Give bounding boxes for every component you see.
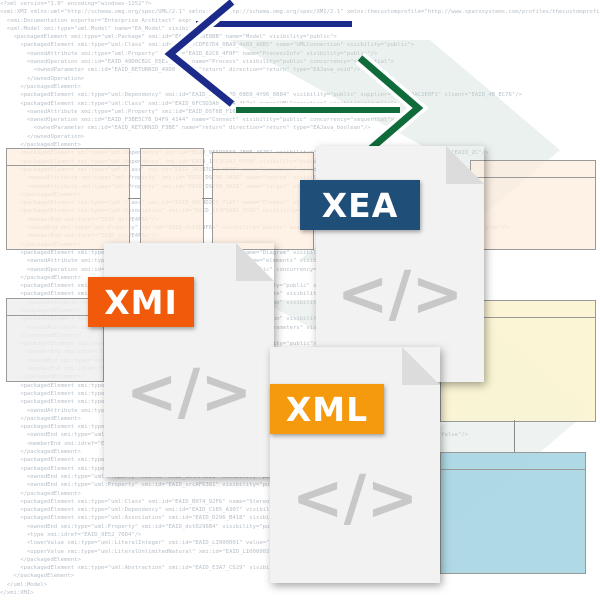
diagram-box — [6, 148, 130, 250]
right-arrow-icon — [236, 52, 429, 164]
code-line: <?xml version="1.0" encoding="windows-12… — [0, 1, 152, 7]
code-line: </packagedElement> — [0, 556, 81, 563]
code-line: </xmi:XMI> — [0, 590, 34, 597]
diagram-box — [6, 298, 104, 382]
xmi-code-glyph: </> — [125, 354, 253, 428]
code-line: </packagedElement> — [0, 83, 81, 90]
diagram-box — [140, 148, 204, 250]
xea-label: XEA — [300, 180, 420, 230]
xml-code-glyph: </> — [291, 460, 419, 534]
diagram-box — [440, 452, 586, 574]
code-line: </packagedElement> — [0, 490, 81, 497]
xmi-label: XMI — [88, 277, 194, 327]
code-line: </ownedOperation> — [0, 75, 85, 82]
code-line: <ownedOperation xmi:id="EAID_49D0CB2C_E6… — [0, 59, 395, 66]
xml-label: XML — [270, 384, 384, 434]
code-line: <ownedOperation xmi:id="EAID_F3BE5C78_D4… — [0, 117, 395, 124]
xea-code-glyph: </> — [336, 256, 464, 330]
code-line: <xmi:XMI xmlns:uml="http://schema.omg.or… — [0, 9, 600, 16]
code-line: <lowerValue xmi:type="uml:LiteralInteger… — [0, 540, 283, 547]
code-line: </packagedElement> — [0, 573, 75, 580]
diagram-connector — [202, 198, 212, 199]
code-line: </ownedOperation> — [0, 133, 85, 140]
code-line: </packagedElement> — [0, 415, 81, 422]
code-line: </packagedElement> — [0, 274, 81, 281]
diagram-box — [470, 160, 596, 250]
code-line: <packagedElement xmi:type="uml:Class" xm… — [0, 42, 415, 49]
diagram-connector — [128, 198, 140, 199]
code-line: </packagedElement> — [0, 449, 81, 456]
code-line: <ownedAttribute xmi:type="uml:Property" … — [0, 50, 378, 57]
diagram-box — [212, 152, 314, 250]
code-line: <ownedParameter xmi:id="EAID_RETURNID_F3… — [0, 125, 371, 132]
diagram-connector — [514, 420, 515, 452]
code-line: <ownedParameter xmi:id="EAID_RETURNID_49… — [0, 67, 361, 74]
code-line: <type xmi:idref="EAID_9E52_70D4"/> — [0, 532, 142, 538]
code-line: </packagedElement> — [0, 142, 81, 149]
code-line: </uml:Model> — [0, 581, 48, 588]
left-arrow-icon — [158, 0, 359, 110]
